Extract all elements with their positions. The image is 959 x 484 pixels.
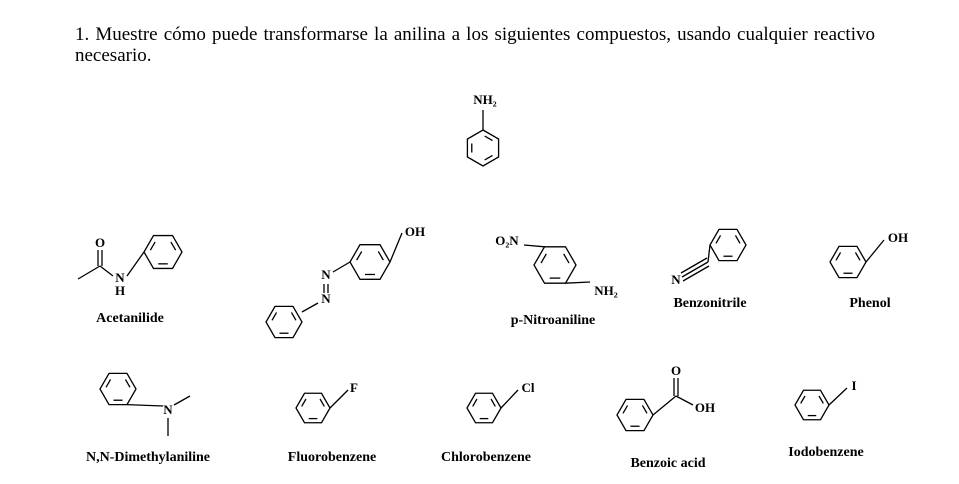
compound-name: Chlorobenzene bbox=[441, 450, 531, 465]
atom-label: F bbox=[350, 380, 358, 395]
benzene-ring bbox=[709, 228, 747, 262]
bond bbox=[540, 253, 547, 264]
iodobenzene-structure: I Iodobenzene bbox=[788, 378, 863, 460]
bond bbox=[99, 265, 114, 277]
benzene-ring bbox=[265, 305, 303, 339]
atom-label: Cl bbox=[522, 380, 535, 395]
bond bbox=[389, 232, 403, 263]
bond bbox=[565, 281, 591, 284]
bond bbox=[319, 398, 325, 407]
atom-label: N bbox=[321, 291, 331, 306]
benzoic-acid-structure: O OH Benzoic acid bbox=[616, 363, 715, 471]
atom-label: H bbox=[115, 283, 125, 298]
aniline-structure: NH₂ bbox=[466, 92, 500, 167]
bond bbox=[641, 405, 648, 414]
bond bbox=[124, 379, 131, 388]
atom-label: OH bbox=[695, 400, 715, 415]
p-nitroaniline-structure: O₂N NH₂ p-Nitroaniline bbox=[495, 233, 618, 328]
bond bbox=[865, 239, 885, 263]
bond bbox=[854, 252, 861, 261]
bond bbox=[835, 252, 842, 261]
bond bbox=[377, 251, 384, 261]
bond bbox=[484, 135, 493, 142]
phenol-structure: OH Phenol bbox=[829, 230, 908, 311]
atom-label: NH₂ bbox=[594, 283, 618, 298]
compound-name: Benzonitrile bbox=[673, 296, 746, 311]
bond bbox=[472, 398, 478, 407]
bond bbox=[622, 405, 629, 414]
bond bbox=[563, 253, 570, 264]
bond bbox=[126, 251, 145, 277]
bond bbox=[271, 312, 278, 321]
bond bbox=[149, 241, 156, 251]
bond bbox=[680, 257, 708, 274]
bond bbox=[356, 251, 363, 261]
bond bbox=[707, 244, 711, 263]
bond bbox=[675, 395, 694, 406]
atom-label: OH bbox=[888, 230, 908, 245]
benzonitrile-structure: N Benzonitrile bbox=[671, 228, 747, 311]
benzene-ring bbox=[99, 372, 137, 406]
fluorobenzene-structure: F Fluorobenzene bbox=[288, 380, 376, 465]
bond bbox=[800, 395, 806, 404]
atom-label: O bbox=[95, 235, 105, 250]
compound-name: Iodobenzene bbox=[788, 445, 863, 460]
compound-name: Fluorobenzene bbox=[288, 450, 376, 465]
compound-name: Phenol bbox=[849, 296, 890, 311]
benzene-ring bbox=[466, 129, 500, 167]
atom-label: OH bbox=[405, 224, 425, 239]
bond bbox=[682, 265, 710, 282]
bond bbox=[301, 302, 319, 313]
bond bbox=[126, 403, 164, 407]
amino-group-label: NH₂ bbox=[473, 92, 497, 107]
atom-label: O₂N bbox=[495, 233, 519, 248]
bond bbox=[329, 389, 349, 409]
atom-label: N bbox=[115, 270, 125, 285]
bond bbox=[173, 395, 191, 406]
compound-name: p-Nitroaniline bbox=[511, 313, 596, 328]
bond bbox=[523, 244, 545, 248]
bond bbox=[652, 395, 677, 416]
bond bbox=[77, 265, 101, 280]
acetanilide-structure: O NH Acetanilide bbox=[77, 234, 183, 326]
bond bbox=[818, 395, 824, 404]
benzene-ring bbox=[143, 234, 183, 270]
azo-phenol-structure: OH NN bbox=[265, 224, 425, 339]
bond bbox=[681, 261, 709, 278]
bond bbox=[484, 154, 493, 161]
dimethylaniline-structure: N N,N-Dimethylaniline bbox=[86, 372, 210, 465]
bond bbox=[301, 398, 307, 407]
atom-label: N bbox=[163, 402, 173, 417]
atom-label: N bbox=[671, 272, 681, 287]
bond bbox=[290, 312, 297, 321]
bond bbox=[332, 261, 351, 273]
compound-name: Acetanilide bbox=[96, 311, 164, 326]
bond bbox=[715, 235, 722, 244]
bond bbox=[105, 379, 112, 388]
bond bbox=[828, 387, 848, 406]
compound-name: Benzoic acid bbox=[630, 456, 705, 471]
atom-label: I bbox=[851, 378, 856, 393]
bond bbox=[170, 241, 177, 251]
compound-name: N,N-Dimethylaniline bbox=[86, 450, 210, 465]
bond bbox=[500, 389, 519, 409]
bond bbox=[734, 235, 741, 244]
question-text: 1. Muestre cómo puede transformarse la a… bbox=[75, 24, 875, 66]
atom-label: N bbox=[321, 267, 331, 282]
bond bbox=[490, 398, 496, 407]
atom-label: O bbox=[671, 363, 681, 378]
